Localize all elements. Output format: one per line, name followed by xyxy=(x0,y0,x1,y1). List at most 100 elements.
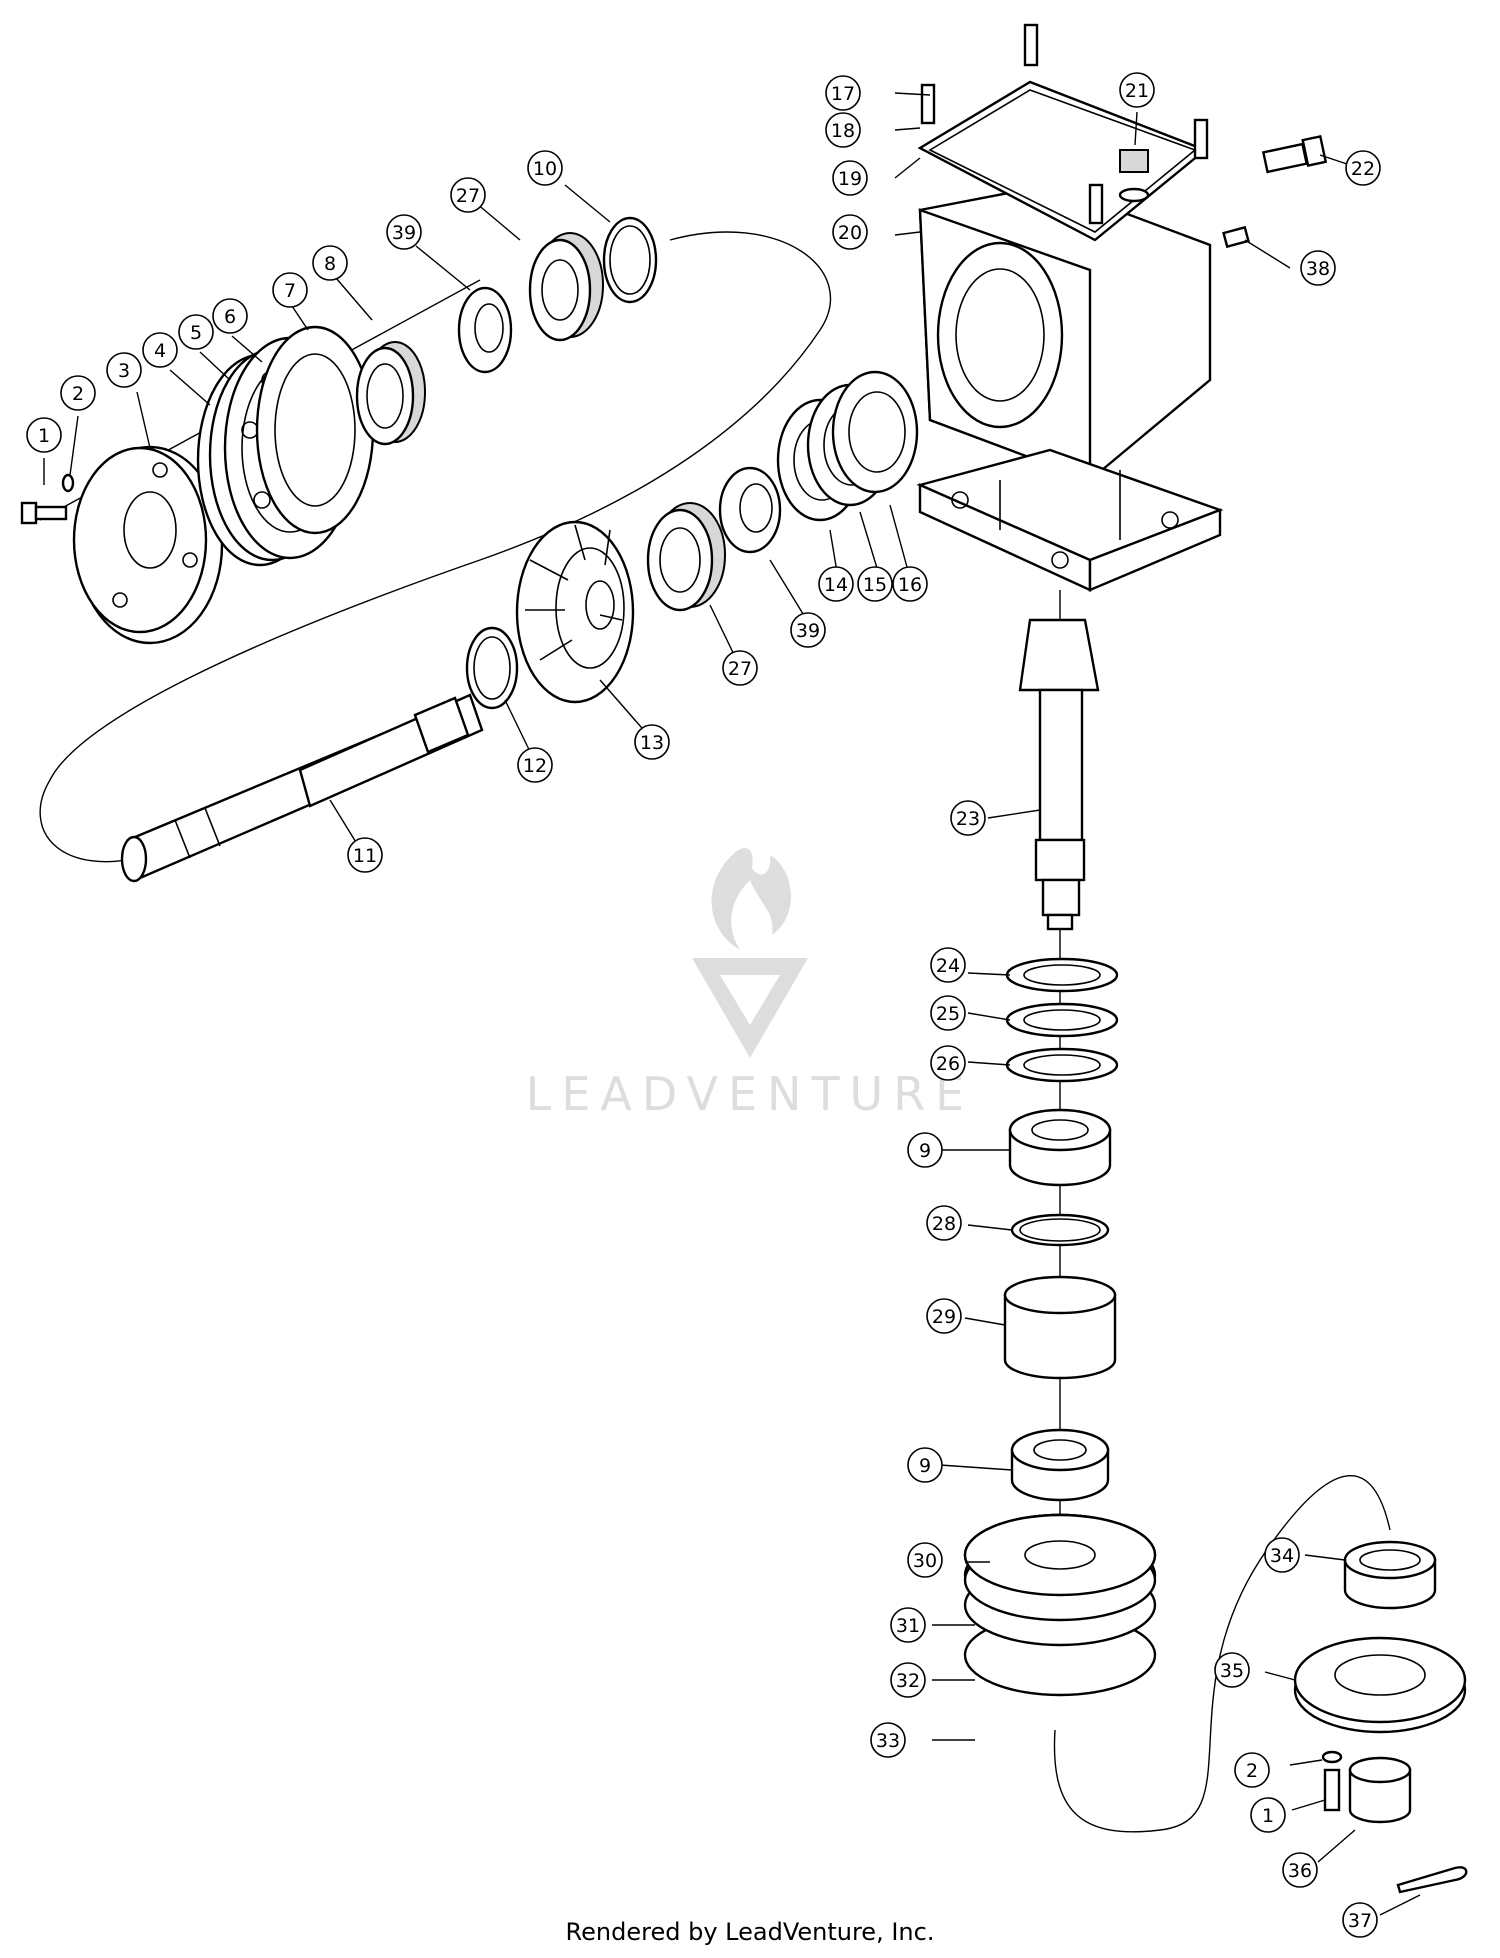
callout-18: 18 xyxy=(825,112,861,148)
callout-label: 2 xyxy=(72,383,84,405)
fill-plug-38 xyxy=(1222,225,1250,249)
castle-nut-36 xyxy=(1348,1756,1412,1824)
gaskets-30-33 xyxy=(963,1513,1157,1697)
shim-39a xyxy=(457,286,513,374)
callout-30: 30 xyxy=(907,1542,943,1578)
callout-label: 14 xyxy=(824,574,848,596)
callout-label: 3 xyxy=(118,360,130,382)
callout-label: 23 xyxy=(956,808,980,830)
callout-leaders xyxy=(43,92,1421,1916)
callout-37: 37 xyxy=(1342,1902,1378,1938)
callout-label: 17 xyxy=(831,83,855,105)
spacer-24 xyxy=(1005,957,1119,993)
callout-label: 9 xyxy=(919,1455,931,1477)
callout-label: 39 xyxy=(796,620,820,642)
bolt-1b xyxy=(1323,1768,1341,1812)
gearbox-housing-20 xyxy=(916,183,1224,592)
callout-label: 2 xyxy=(1246,1760,1258,1782)
callout-1: 1 xyxy=(1250,1797,1286,1833)
callout-38: 38 xyxy=(1300,250,1336,286)
callout-label: 16 xyxy=(898,574,922,596)
callout-label: 19 xyxy=(838,168,862,190)
callout-17: 17 xyxy=(825,75,861,111)
callout-8: 8 xyxy=(312,245,348,281)
callout-label: 27 xyxy=(728,658,752,680)
shim-39b xyxy=(718,466,782,554)
callout-33: 33 xyxy=(870,1722,906,1758)
callout-15: 15 xyxy=(857,566,893,602)
shim-25 xyxy=(1005,1002,1119,1038)
callout-34: 34 xyxy=(1264,1537,1300,1573)
callout-label: 28 xyxy=(932,1213,956,1235)
bearing-27b xyxy=(646,502,726,612)
callout-23: 23 xyxy=(950,800,986,836)
callout-12: 12 xyxy=(517,747,553,783)
callout-label: 1 xyxy=(38,425,50,447)
callout-label: 21 xyxy=(1125,80,1149,102)
callout-32: 32 xyxy=(890,1662,926,1698)
callout-19: 19 xyxy=(832,160,868,196)
callout-27: 27 xyxy=(450,177,486,213)
watermark-text: LEADVENTURE xyxy=(526,1067,975,1121)
callout-label: 5 xyxy=(190,322,202,344)
callout-label: 26 xyxy=(936,1053,960,1075)
gasket-16 xyxy=(831,370,919,494)
gasket-7 xyxy=(255,325,375,535)
snap-ring-28 xyxy=(1010,1213,1110,1247)
callout-label: 9 xyxy=(919,1140,931,1162)
shim-26 xyxy=(1005,1047,1119,1083)
callout-label: 33 xyxy=(876,1730,900,1752)
callout-27: 27 xyxy=(722,650,758,686)
callout-5: 5 xyxy=(178,314,214,350)
bearing-9a xyxy=(1008,1108,1112,1187)
callout-2: 2 xyxy=(1234,1752,1270,1788)
callout-36: 36 xyxy=(1282,1852,1318,1888)
callout-39: 39 xyxy=(386,214,422,250)
bearing-9b xyxy=(1010,1428,1110,1502)
callout-22: 22 xyxy=(1345,150,1381,186)
callout-26: 26 xyxy=(930,1045,966,1081)
callout-label: 32 xyxy=(896,1670,920,1692)
seal-retainer-35 xyxy=(1293,1636,1467,1734)
callout-label: 34 xyxy=(1270,1545,1294,1567)
callout-label: 36 xyxy=(1288,1860,1312,1882)
callout-label: 1 xyxy=(1262,1805,1274,1827)
callout-label: 35 xyxy=(1220,1660,1244,1682)
callout-16: 16 xyxy=(892,566,928,602)
callout-label: 22 xyxy=(1351,158,1375,180)
seal-flange-3 xyxy=(72,445,224,645)
washer-2 xyxy=(61,473,75,493)
bearing-27a xyxy=(528,232,604,342)
snap-ring-12 xyxy=(465,626,519,710)
callout-label: 7 xyxy=(284,280,296,302)
callout-25: 25 xyxy=(930,995,966,1031)
callout-31: 31 xyxy=(890,1607,926,1643)
callout-9: 9 xyxy=(907,1447,943,1483)
callout-label: 4 xyxy=(154,340,166,362)
callout-label: 11 xyxy=(353,845,377,867)
cotter-pin-37 xyxy=(1396,1866,1468,1894)
callout-label: 37 xyxy=(1348,1910,1372,1932)
callout-label: 38 xyxy=(1306,258,1330,280)
input-shaft-assembly xyxy=(20,216,919,883)
callout-label: 39 xyxy=(392,222,416,244)
callout-28: 28 xyxy=(926,1205,962,1241)
callout-9: 9 xyxy=(907,1132,943,1168)
callout-11: 11 xyxy=(347,837,383,873)
callout-label: 24 xyxy=(936,955,960,977)
callout-label: 18 xyxy=(831,120,855,142)
callout-13: 13 xyxy=(634,724,670,760)
bevel-gear-13 xyxy=(515,520,635,704)
callout-1: 1 xyxy=(26,417,62,453)
callout-label: 8 xyxy=(324,253,336,275)
callout-10: 10 xyxy=(527,150,563,186)
callout-2: 2 xyxy=(60,375,96,411)
credit-text: Rendered by LeadVenture, Inc. xyxy=(565,1918,935,1946)
callout-29: 29 xyxy=(926,1298,962,1334)
oil-seal-8 xyxy=(355,341,426,446)
oil-seal-34 xyxy=(1343,1540,1437,1610)
callout-14: 14 xyxy=(818,566,854,602)
input-shaft-11 xyxy=(120,693,484,883)
